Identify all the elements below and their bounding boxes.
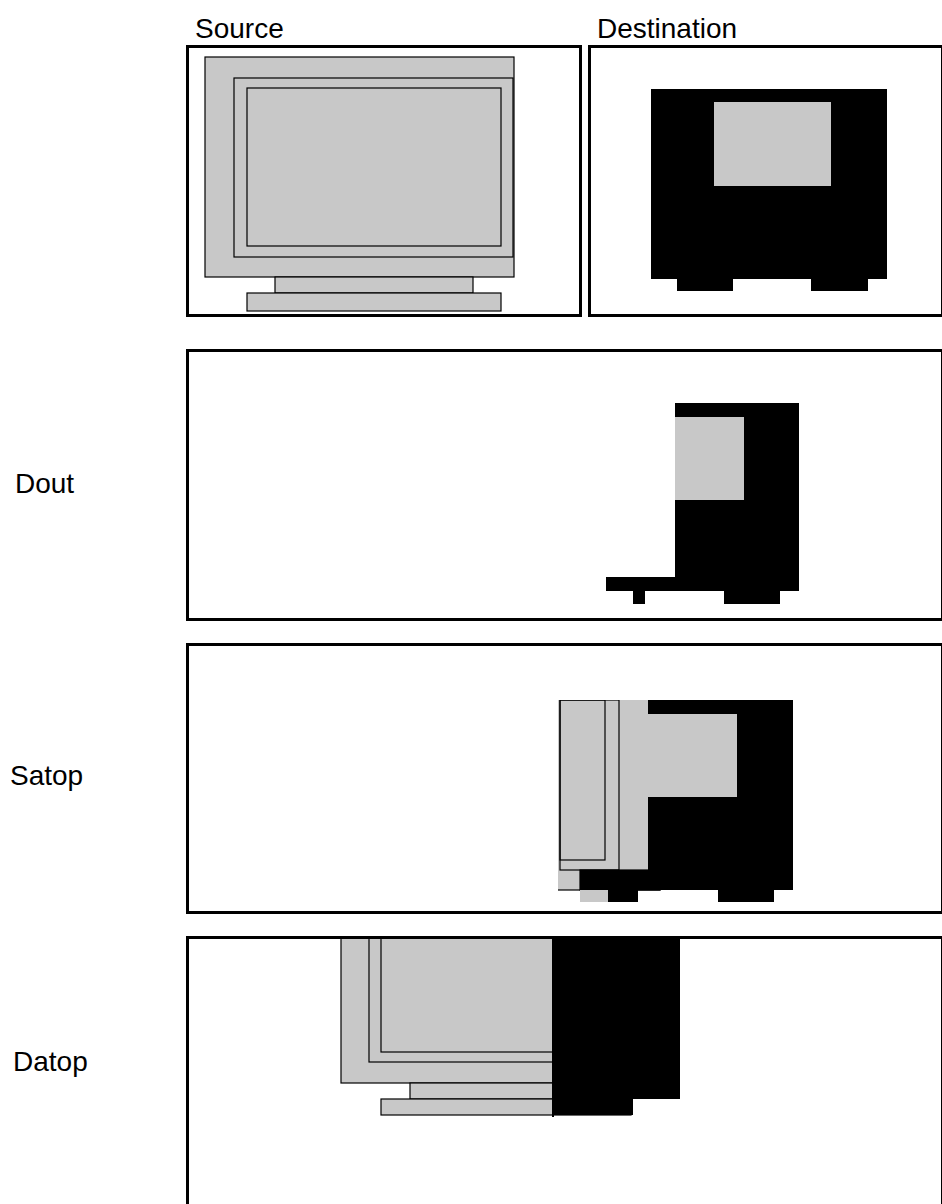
satop-panel: Satop — [186, 643, 942, 914]
panel-label: Dout — [15, 470, 74, 498]
panel-label: Source — [195, 15, 284, 43]
dout-result — [606, 403, 799, 604]
datop-panel: Datop — [186, 936, 942, 1204]
panel-label: Datop — [13, 1048, 88, 1076]
panel-label: Destination — [597, 15, 737, 43]
monitor-icon — [205, 57, 514, 311]
destination-panel: Destination — [588, 45, 942, 317]
computer-icon — [651, 89, 887, 291]
datop-result — [341, 936, 680, 1117]
satop-result — [558, 700, 793, 902]
dout-panel: Dout — [186, 349, 942, 621]
panel-label: Satop — [10, 762, 83, 790]
source-panel: Source — [186, 45, 582, 317]
